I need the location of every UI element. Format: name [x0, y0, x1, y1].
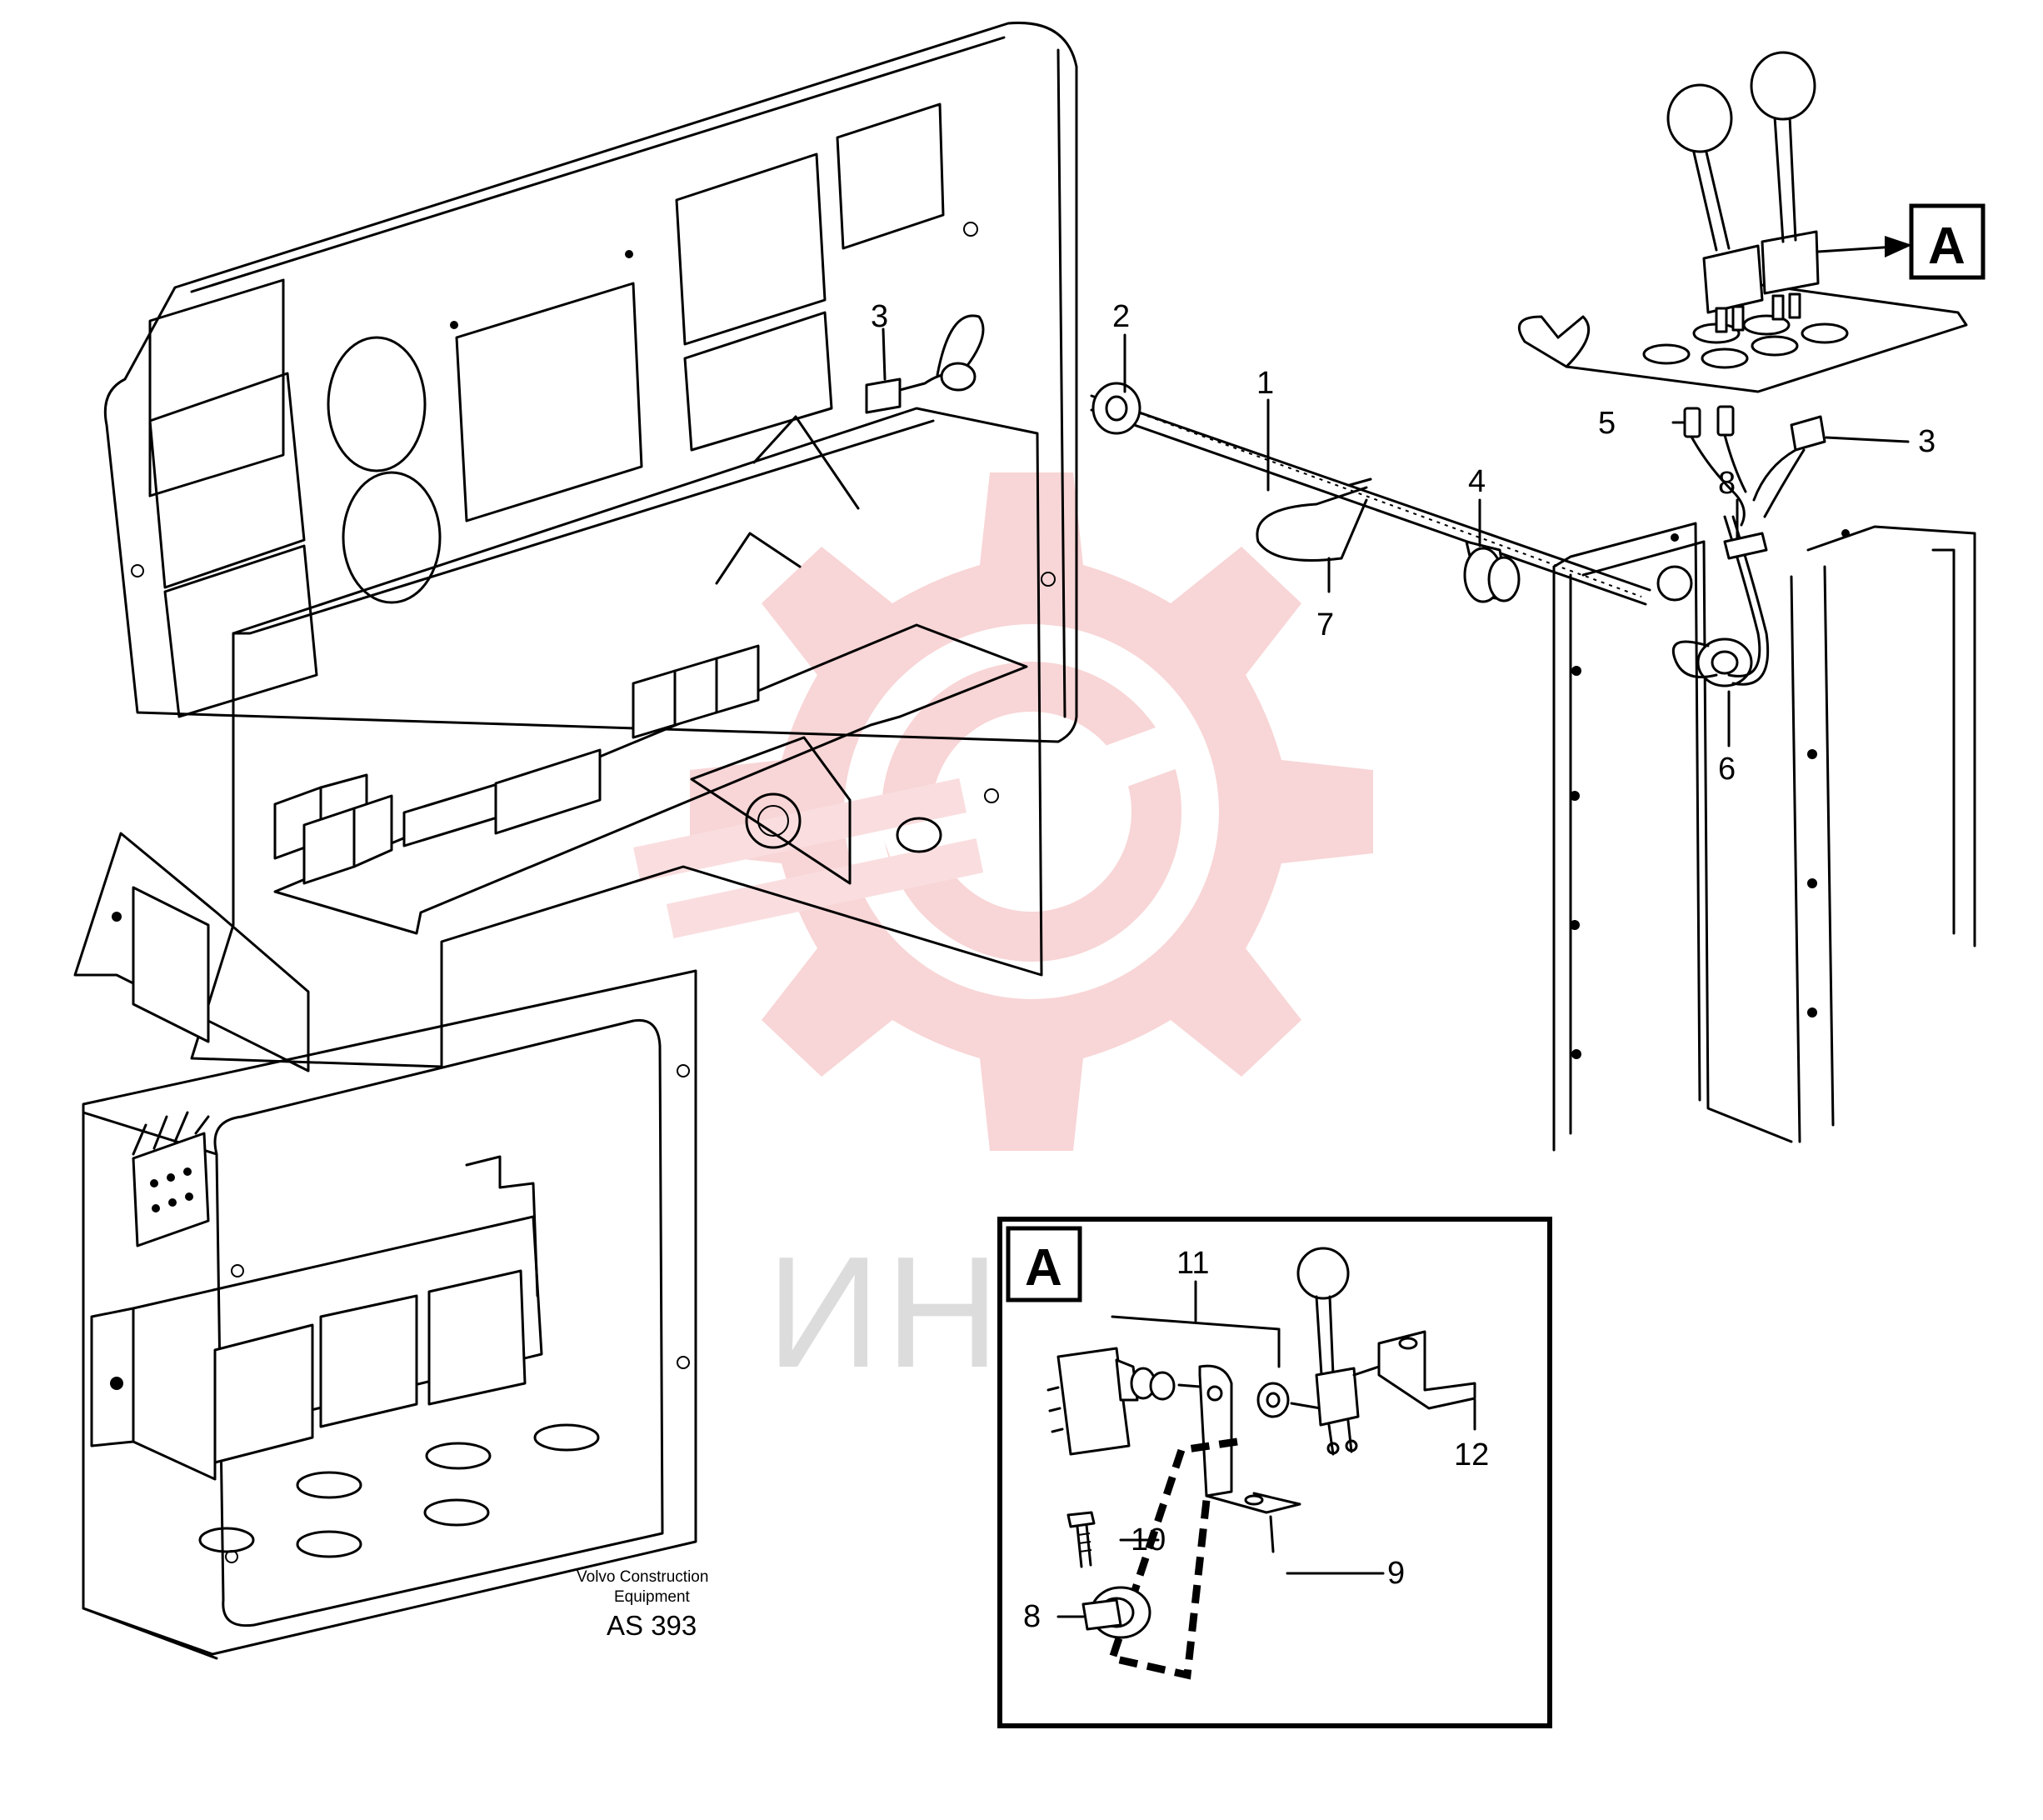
- callout-a-letter: A: [1928, 218, 1966, 275]
- label-part-6: 6: [1718, 752, 1736, 787]
- lever-mounting-plate: [1517, 51, 1968, 393]
- label-part-4: 4: [1468, 464, 1486, 499]
- label-part-2: 2: [1112, 299, 1130, 334]
- label-part-8-detail: 8: [1023, 1599, 1041, 1634]
- leader-lines: [882, 328, 1910, 748]
- caption: Volvo Construction Equipment AS 393: [577, 1568, 708, 1641]
- label-part-11: 11: [1176, 1246, 1209, 1281]
- instrument-panel: [103, 21, 1078, 743]
- support-pillar: [1552, 515, 1976, 1152]
- cable-conduit: [1090, 382, 1651, 606]
- electrical-box: [73, 407, 1043, 1072]
- right-connectors: [1683, 405, 1826, 527]
- caption-code: AS 393: [607, 1610, 697, 1641]
- fuse-strip: [402, 748, 602, 848]
- panel-connector-3: [865, 314, 985, 414]
- caption-line-2: Equipment: [614, 1588, 691, 1606]
- label-part-3-right: 3: [1918, 424, 1936, 459]
- detail-a-view: A: [997, 1217, 1552, 1728]
- caption-line-1: Volvo Construction: [577, 1568, 708, 1586]
- label-part-10: 10: [1131, 1522, 1166, 1558]
- callout-a: A: [1909, 203, 1986, 280]
- watermark-gear-logo: [633, 472, 1373, 1151]
- label-part-3-panel: 3: [871, 299, 888, 334]
- label-part-1: 1: [1256, 366, 1274, 401]
- label-part-12: 12: [1454, 1438, 1489, 1472]
- label-part-8-right: 8: [1718, 466, 1736, 501]
- part-labels: 3 2 1 4 7 5 3 8 6 11 12 9 10 8: [871, 299, 1936, 1634]
- label-part-7: 7: [1316, 608, 1334, 642]
- label-part-9: 9: [1387, 1556, 1405, 1591]
- label-part-5: 5: [1598, 406, 1616, 441]
- lower-cabinet: [82, 969, 697, 1660]
- detail-a-letter: A: [1025, 1239, 1062, 1297]
- relay-block: [273, 644, 760, 885]
